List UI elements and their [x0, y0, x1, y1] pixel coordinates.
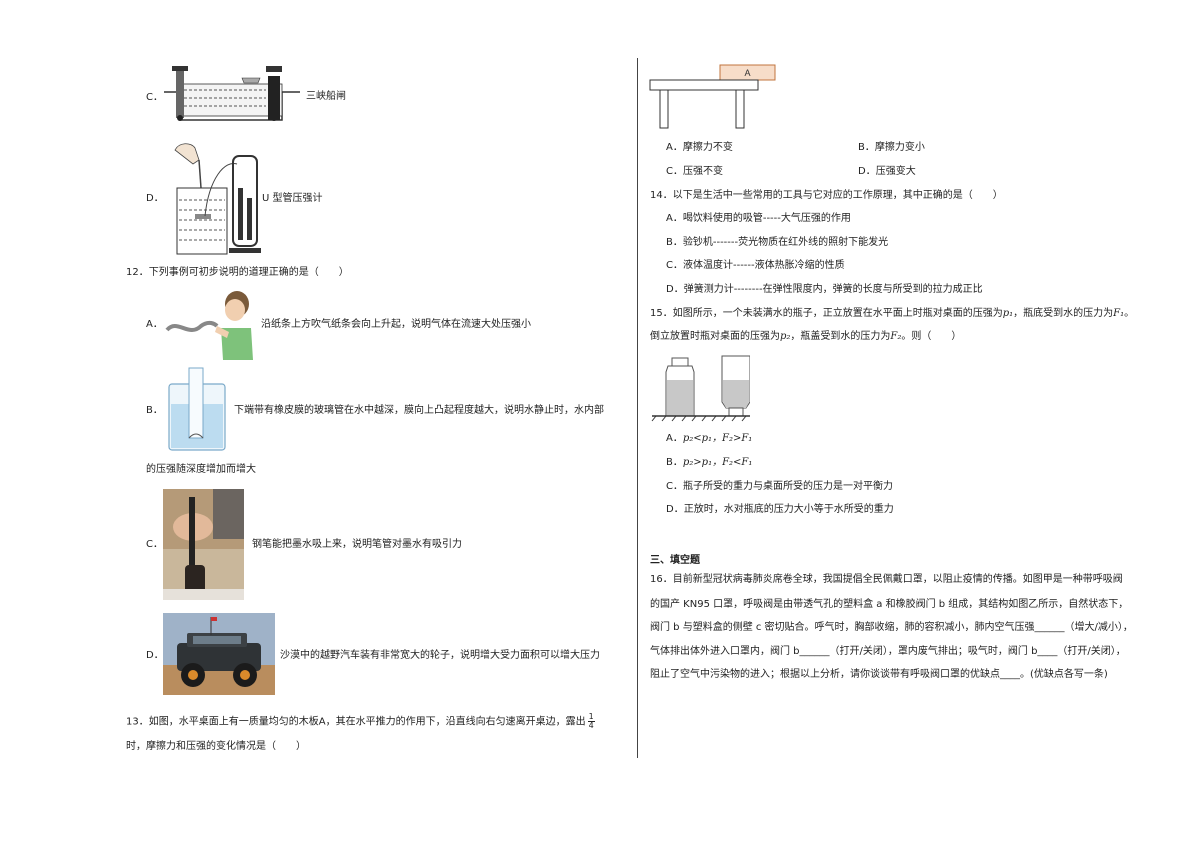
section-heading-fill-blank: 三、填空题	[650, 555, 700, 566]
fraction-denominator: 4	[588, 721, 594, 730]
q14-stem: 14．以下是生活中一些常用的工具与它对应的工作原理，其中正确的是（ ）	[650, 190, 1003, 201]
board-a-label: A	[744, 68, 750, 78]
u-tube-manometer-figure	[174, 143, 261, 255]
q15-stem1-b: ，瓶底受到水的压力为	[1013, 308, 1114, 319]
q13-option-c: C．压强不变	[666, 166, 723, 177]
q13-option-d: D．压强变大	[858, 166, 916, 177]
q12-option-b-text: 下端带有橡皮膜的玻璃管在水中越深，膜向上凸起程度越大，说明水静止时，水内部	[234, 405, 604, 416]
q15-stem-line2: 倒立放置时瓶对桌面的压强为p₂，瓶盖受到水的压力为F₂。则（ ）	[650, 330, 961, 344]
q15-option-a: A．p₂<p₁，F₂>F₁	[666, 432, 752, 446]
q15-stem2-a: 倒立放置时瓶对桌面的压强为	[650, 331, 780, 342]
glass-tube-in-water-figure	[168, 367, 226, 451]
q14-option-b: B．验钞机-------荧光物质在红外线的照射下能发光	[666, 237, 889, 248]
q12-option-b-label: B．	[146, 405, 163, 416]
q15-option-b-math: p₂>p₁，F₂<F₁	[682, 457, 753, 468]
q16-line2: 的国产 KN95 口罩，呼吸阀是由带透气孔的塑料盒 a 和橡胶阀门 b 组成，其…	[650, 599, 1129, 610]
symbol-p1: p₁	[1002, 308, 1014, 319]
q15-option-a-math: p₂<p₁，F₂>F₁	[682, 433, 753, 444]
q15-stem1-c: 。	[1124, 308, 1135, 319]
q15-option-c: C．瓶子所受的重力与桌面所受的压力是一对平衡力	[666, 481, 893, 492]
q15-stem2-b: ，瓶盖受到水的压力为	[790, 331, 891, 342]
q15-stem1-a: 15．如图所示，一个未装满水的瓶子，正立放置在水平面上时瓶对桌面的压强为	[650, 308, 1003, 319]
q15-option-b-label: B．	[666, 457, 683, 468]
q12-option-c-text: 钢笔能把墨水吸上来，说明笔管对墨水有吸引力	[252, 539, 462, 550]
q13-stem-line2: 时，摩擦力和压强的变化情况是（ ）	[126, 741, 306, 752]
q14-option-c: C．液体温度计------液体热胀冷缩的性质	[666, 260, 845, 271]
q15-option-b: B．p₂>p₁，F₂<F₁	[666, 456, 752, 470]
bottle-upright-inverted-figure	[651, 355, 750, 422]
fraction-numerator: 1	[587, 712, 595, 722]
boy-blowing-paper-figure	[165, 291, 253, 360]
q14-option-d: D．弹簧测力计--------在弹性限度内，弹簧的长度与所受到的拉力成正比	[666, 284, 983, 295]
q13-option-b: B．摩擦力变小	[858, 142, 925, 153]
ship-lock-figure	[164, 66, 300, 121]
q11-option-d-caption: U 型管压强计	[262, 193, 323, 204]
q12-option-c-label: C．	[146, 539, 163, 550]
q16-line5: 阻止了空气中污染物的进入；根据以上分析，请你谈谈带有呼吸阀口罩的优缺点____。…	[650, 669, 1108, 680]
symbol-p2: p₂	[780, 331, 791, 342]
q13-stem-part1: 13．如图，水平桌面上有一质量均匀的木板A，其在水平推力的作用下，沿直线向右匀速…	[126, 716, 586, 728]
q12-option-a-label: A．	[146, 319, 163, 330]
q11-option-d-label: D．	[146, 193, 164, 204]
q12-option-b-text-cont: 的压强随深度增加而增大	[146, 464, 256, 475]
q16-line3: 阀门 b 与塑料盒的侧壁 c 密切贴合。呼气时，胸部收缩，肺的容积减小，肺内空气…	[650, 622, 1133, 633]
q15-option-a-label: A．	[666, 433, 683, 444]
q15-option-d: D．正放时，水对瓶底的压力大小等于水所受的重力	[666, 504, 894, 515]
q12-option-a-text: 沿纸条上方吹气纸条会向上升起，说明气体在流速大处压强小	[261, 319, 531, 330]
fountain-pen-photo	[163, 489, 244, 600]
q16-line4: 气体排出体外进入口罩内，阀门 b______（打开/关闭），罩内废气排出；吸气时…	[650, 646, 1126, 657]
q12-option-d-text: 沙漠中的越野汽车装有非常宽大的轮子，说明增大受力面积可以增大压力	[280, 650, 600, 661]
q11-option-c-caption: 三峡船闸	[306, 91, 346, 102]
q14-option-a: A．喝饮料使用的吸管-----大气压强的作用	[666, 213, 851, 224]
q13-stem-line1: 13．如图，水平桌面上有一质量均匀的木板A，其在水平推力的作用下，沿直线向右匀速…	[126, 713, 597, 730]
board-on-table-figure: A	[649, 64, 776, 129]
q16-line1: 16．目前新型冠状病毒肺炎席卷全球，我国提倡全民佩戴口罩，以阻止疫情的传播。如图…	[650, 574, 1123, 585]
q15-stem-line1: 15．如图所示，一个未装满水的瓶子，正立放置在水平面上时瓶对桌面的压强为p₁，瓶…	[650, 307, 1134, 321]
q13-option-a: A．摩擦力不变	[666, 142, 733, 153]
symbol-f2: F₂	[890, 331, 902, 342]
q12-option-d-label: D．	[146, 650, 164, 661]
q12-stem: 12．下列事例可初步说明的道理正确的是（ ）	[126, 267, 349, 278]
q15-stem2-c: 。则（ ）	[901, 331, 962, 342]
q11-option-c-label: C．	[146, 92, 163, 103]
column-divider	[637, 58, 638, 758]
symbol-f1: F₁	[1113, 308, 1125, 319]
off-road-vehicle-photo	[163, 613, 275, 695]
